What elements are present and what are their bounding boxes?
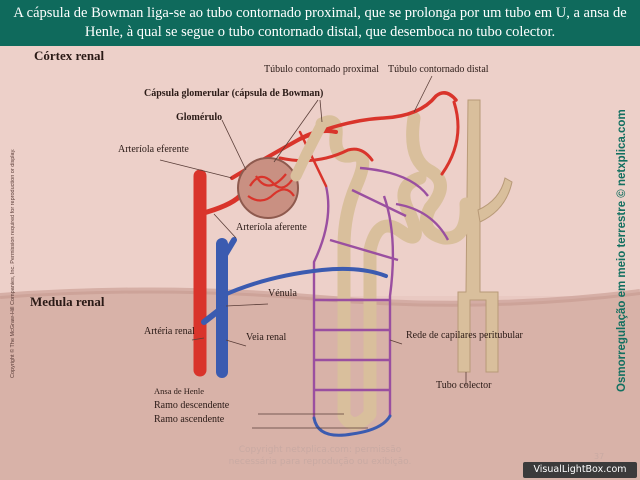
label-ansa-henle: Ansa de Henle [154,386,205,396]
nephron-illustration [0,46,640,480]
label-ramo-descendente: Ramo descendente [154,400,230,411]
label-glomerulo: Glomérulo [176,112,223,123]
label-tubo-colector: Tubo colector [436,380,492,391]
visuallightbox-badge[interactable]: VisualLightBox.com [523,462,637,478]
leader-lines [159,75,467,429]
proximal-tubule-shape [315,115,427,430]
capsule-tubule-junction [290,118,328,182]
label-tubulo-distal: Túbulo contornado distal [388,64,489,75]
label-arteriola-eferente: Arteríola eferente [118,144,189,155]
label-arteria-renal: Artéria renal [144,326,195,337]
watermark-line-1: Copyright netxplica.com: permissão [238,445,402,455]
distal-tubule-shape [406,111,473,245]
glomerulus-capillaries [247,173,295,202]
nephron-diagram: Córtex renal Medula renal Túbulo contorn… [0,46,640,480]
page-number: 37 [594,452,605,461]
bowman-capsule-shape [237,157,299,219]
watermark-line-2: necessária para reprodução ou exibição. [228,457,412,467]
watermark: Copyright netxplica.com: permissão neces… [210,444,430,468]
collecting-duct-shape [457,99,499,373]
medula-label: Medula renal [30,294,105,309]
label-venula: Vénula [268,288,297,299]
cortex-label: Córtex renal [34,48,105,63]
banner-text: A cápsula de Bowman liga-se ao tubo cont… [13,5,627,40]
title-banner: A cápsula de Bowman liga-se ao tubo cont… [0,0,640,46]
label-capsula: Cápsula glomerular (cápsula de Bowman) [144,88,324,99]
medulla-zone [0,290,640,480]
collecting-duct-branch [477,177,513,223]
peritubular-capillaries [312,166,450,418]
side-caption-right: Osmorregulação em meio terrestre © netxp… [616,109,628,392]
label-tubulo-proximal: Túbulo contornado proximal [264,64,379,75]
label-arteriola-aferente: Arteríola aferente [236,222,307,233]
label-veia-renal: Veia renal [246,332,287,343]
label-rede-capilares: Rede de capilares peritubular [406,330,523,341]
cortex-medulla-border [0,287,640,307]
label-ramo-ascendente: Ramo ascendente [154,414,225,425]
venous-vessels [201,237,392,437]
side-copyright-left: Copyright © The McGraw-Hill Companies, I… [10,148,16,378]
